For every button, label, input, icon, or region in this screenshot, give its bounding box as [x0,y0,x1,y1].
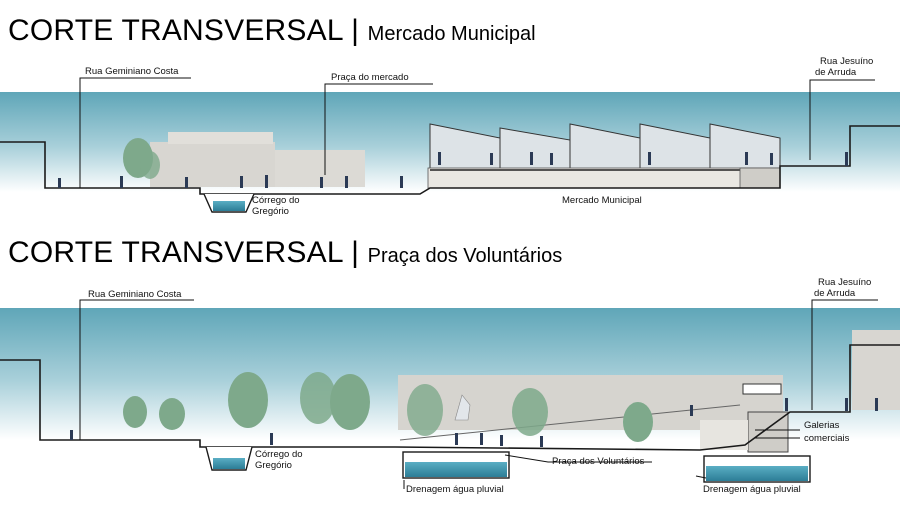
label-drenagem-1: Drenagem água pluvial [406,484,504,495]
label-rua-jesuino-1b: de Arruda [815,67,857,78]
label-drenagem-2: Drenagem água pluvial [703,484,801,495]
people-1 [58,152,848,188]
trees-2 [123,372,653,442]
section-title-mercado: CORTE TRANSVERSAL | Mercado Municipal [8,14,536,47]
label-corrego-1a: Córrego do [252,195,300,206]
section-mercado [0,77,900,213]
creek-water-1 [213,201,245,211]
leader-praca-mercado [324,83,433,175]
label-mercado: Mercado Municipal [562,195,642,206]
section-title-praca: CORTE TRANSVERSAL | Praça dos Voluntário… [8,236,563,269]
label-praca-mercado: Praça do mercado [331,72,409,83]
label-rua-geminiano-1: Rua Geminiano Costa [85,66,179,77]
label-rua-geminiano-2: Rua Geminiano Costa [88,289,182,300]
section-praca [0,299,900,489]
label-corrego-1b: Gregório [252,206,289,217]
leader-rua-jesuino-1 [809,79,875,160]
leader-rua-jesuino-2 [811,299,878,410]
market-roof [429,123,781,171]
label-praca: Praça dos Voluntários [552,456,645,467]
label-galerias-2: comerciais [804,433,850,444]
leader-rua-geminiano-1 [79,77,191,188]
label-corrego-2b: Gregório [255,460,292,471]
ground-line-2 [0,344,900,451]
background-building [150,142,275,187]
market-base [427,167,781,189]
leader-drenagem-2 [695,475,707,479]
leader-rua-geminiano-2 [79,299,194,440]
label-rua-jesuino-2a: Rua Jesuíno [818,277,872,288]
leader-praca [504,454,652,463]
label-galerias-1: Galerias [804,420,840,431]
label-rua-jesuino-1a: Rua Jesuíno [820,56,874,67]
people-2 [70,398,878,447]
creek-water-2 [213,458,245,469]
ground-line-1 [0,125,900,195]
label-corrego-2a: Córrego do [255,449,303,460]
label-rua-jesuino-2b: de Arruda [814,288,856,299]
